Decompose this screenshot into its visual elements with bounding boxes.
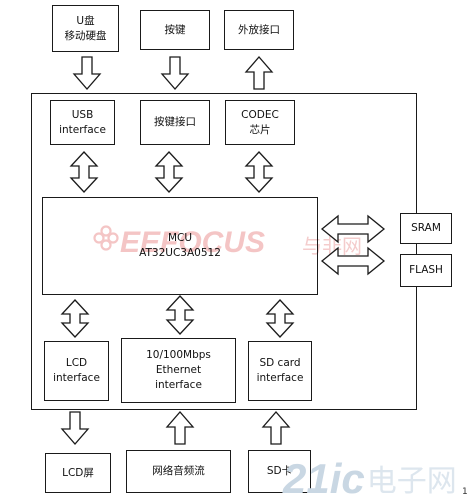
arrow-mcu-ethernet [165,295,195,335]
corner-mark: 1 [462,487,468,497]
arrow-usb-interface-mcu [69,151,99,193]
arrow-keys-to-key-interface [160,56,190,90]
ethernet-interface-block: 10/100Mbps Ethernet interface [121,338,236,403]
lcd-screen-block: LCD屏 [45,453,111,493]
arrow-lcd-interface-to-lcd-screen [60,411,90,445]
sd-card-block: SD卡 [248,450,311,493]
keys-block: 按键 [140,10,210,50]
flash-block: FLASH [400,254,452,287]
network-audio-block: 网络音频流 [126,450,231,493]
sd-interface-block: SD card interface [248,341,312,401]
usb-interface-block: USB interface [50,100,115,145]
21ic-watermark: 21ic 电子网 [283,454,457,500]
21ic-watermark-cn: 电子网 [366,464,457,499]
lcd-interface-block: LCD interface [44,341,109,401]
arrow-mcu-lcd-interface [60,299,90,338]
eefocus-flower-icon [93,225,119,251]
arrow-usb-drive-to-usb-interface [72,56,102,90]
21ic-watermark-latin: 21ic [283,455,365,502]
arrow-network-audio-to-ethernet [165,411,195,445]
arrow-sd-card-to-sd-interface [261,411,291,445]
usb-drive-block: U盘 移动硬盘 [52,5,119,52]
codec-block: CODEC 芯片 [225,100,295,145]
arrow-codec-to-speaker-port [244,56,274,90]
arrow-mcu-sd-interface [265,299,295,338]
arrow-mcu-flash [320,246,386,276]
arrow-codec-mcu [244,151,274,193]
sram-block: SRAM [400,213,452,244]
arrow-key-interface-mcu [154,151,184,193]
mcu-block: MCU AT32UC3A0512 [42,197,318,295]
key-interface-block: 按键接口 [140,100,210,145]
speaker-port-block: 外放接口 [224,10,294,50]
eefocus-watermark: EEFOCUS [120,226,266,259]
arrow-mcu-sram [320,214,386,244]
system-board-frame [31,93,417,410]
